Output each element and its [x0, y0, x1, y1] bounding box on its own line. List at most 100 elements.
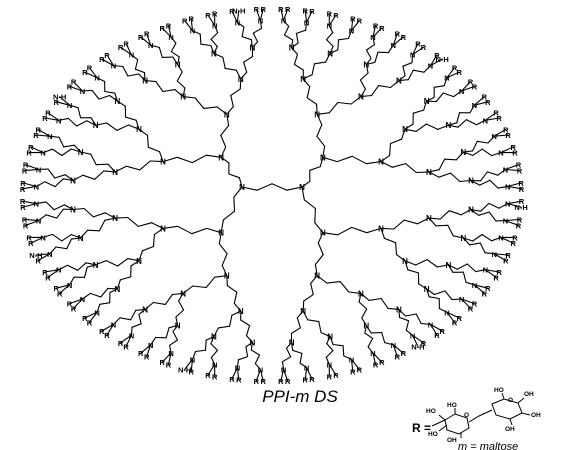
bond: [169, 344, 172, 354]
terminal-nitrogen: N: [212, 22, 217, 31]
terminal-nitrogen: N: [111, 62, 116, 71]
bond: [73, 144, 82, 153]
terminal-nitrogen: N: [281, 365, 286, 374]
bond: [90, 117, 97, 126]
bond: [116, 279, 121, 290]
bond: [398, 308, 406, 317]
r-group: R: [144, 352, 150, 361]
bond: [155, 81, 164, 93]
bond: [398, 308, 401, 318]
bond: [428, 217, 437, 227]
bond: [361, 308, 368, 319]
bond: [164, 293, 173, 305]
bond: [254, 363, 261, 370]
bond: [484, 117, 500, 121]
bond: [493, 253, 509, 256]
r-group: R: [309, 7, 315, 16]
bond: [35, 181, 46, 187]
r-group: R: [518, 179, 524, 188]
bond: [24, 168, 40, 172]
bond: [447, 264, 458, 270]
bond: [486, 171, 499, 176]
bond: [22, 203, 37, 208]
bond: [175, 309, 185, 318]
bond: [339, 281, 350, 293]
bond: [182, 285, 194, 294]
bond: [55, 284, 71, 289]
bond: [130, 54, 139, 61]
bond: [177, 56, 180, 66]
bond: [444, 290, 453, 301]
r-group: R: [485, 284, 491, 293]
r-group: R: [71, 78, 77, 87]
bond: [205, 154, 222, 158]
bond: [95, 163, 109, 166]
bond: [236, 21, 245, 28]
bond: [146, 134, 149, 148]
bond: [500, 146, 514, 154]
bond: [250, 349, 261, 356]
r-group: R: [67, 300, 73, 309]
bond: [318, 321, 322, 334]
bond: [207, 14, 216, 27]
r-group: R: [493, 273, 499, 282]
bond: [35, 201, 47, 205]
bond: [230, 94, 234, 108]
bond: [87, 229, 100, 232]
bond: [429, 323, 438, 336]
bond: [322, 232, 339, 236]
r-group: R: [415, 40, 421, 49]
bond: [221, 264, 228, 277]
r-group: R: [45, 109, 51, 118]
bond: [301, 186, 305, 201]
bond: [259, 8, 264, 22]
bond: [314, 222, 324, 234]
bond: [81, 89, 93, 92]
bond: [206, 227, 222, 234]
r-group: R: [205, 371, 211, 380]
bond: [122, 65, 129, 77]
bond: [70, 237, 82, 240]
r-group: R: [379, 358, 385, 367]
r-group: R: [22, 215, 28, 224]
bond: [479, 242, 486, 254]
r-group: R: [166, 21, 172, 30]
bond: [365, 324, 372, 334]
r-group: R: [236, 376, 242, 385]
branch-nitrogen: N: [396, 305, 402, 314]
bond: [447, 264, 454, 273]
bond: [328, 25, 334, 34]
r-group: R: [229, 375, 235, 384]
bond: [417, 217, 430, 225]
terminal-nitrogen: N: [47, 250, 52, 259]
r-group: R: [118, 43, 124, 52]
bond: [99, 302, 111, 305]
bond: [134, 68, 146, 74]
bond: [450, 172, 461, 183]
bond: [146, 344, 152, 357]
terminal-nitrogen: N: [370, 349, 375, 358]
bond: [54, 178, 64, 188]
r-group: R: [26, 233, 32, 242]
bond: [175, 316, 179, 327]
bond: [170, 36, 177, 44]
bond: [392, 344, 398, 357]
bond: [507, 200, 522, 205]
bond: [238, 177, 243, 188]
bond: [106, 122, 118, 131]
bond: [45, 201, 55, 211]
bond: [158, 151, 164, 163]
maltose-oh-label: OH: [524, 391, 534, 398]
bond: [398, 316, 410, 322]
terminal-nitrogen: N: [304, 18, 309, 27]
bond: [475, 269, 486, 273]
bond: [291, 341, 294, 351]
bond: [296, 317, 301, 329]
bond: [374, 51, 379, 63]
bond: [240, 319, 251, 327]
r-group: R: [35, 257, 41, 266]
bond: [314, 207, 316, 224]
bond: [461, 298, 471, 309]
bond: [204, 339, 207, 351]
bond: [504, 168, 520, 172]
